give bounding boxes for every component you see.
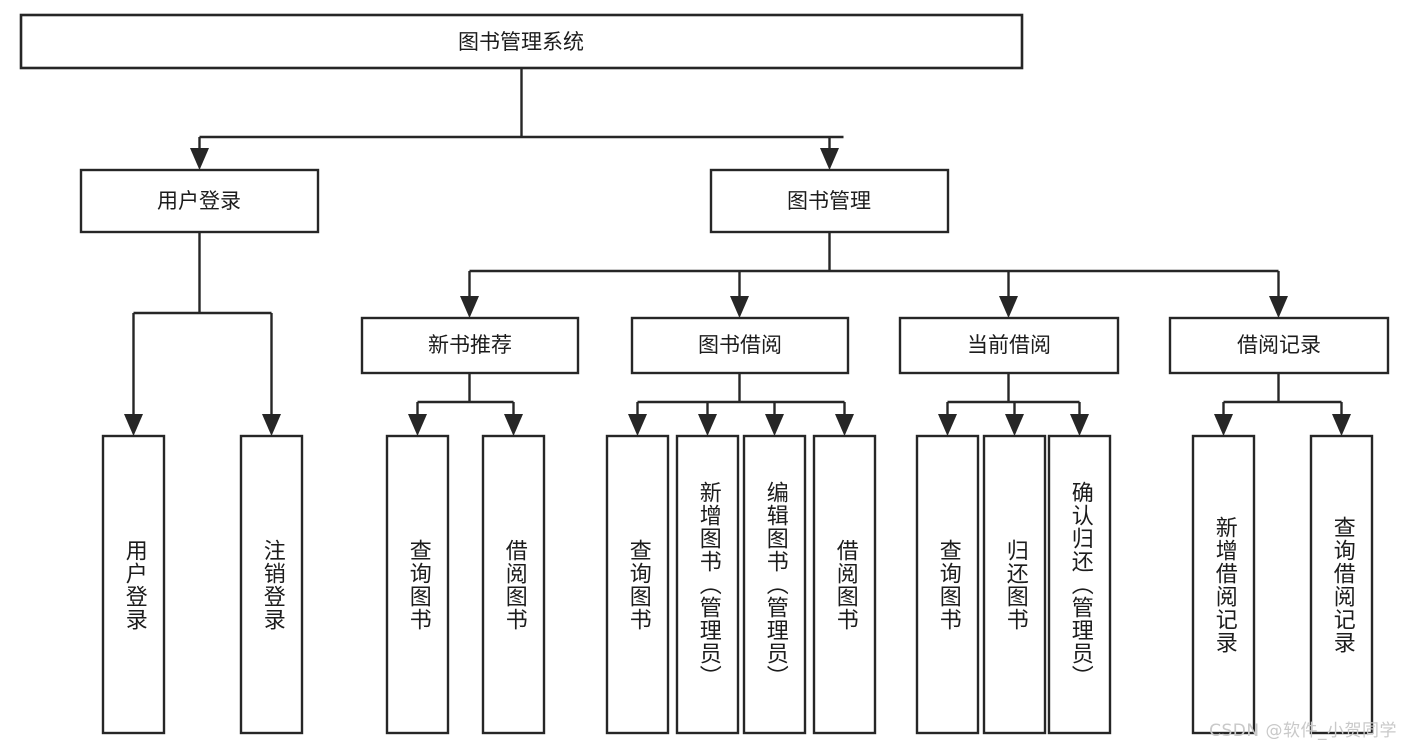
node-box-leaf-br-add-record[interactable]: [1191, 434, 1256, 735]
arrowhead-cb-leaf-1: [938, 414, 957, 436]
node-box-book-management[interactable]: [709, 168, 950, 234]
label-leaf-br-query-record: 查询借阅记录: [1329, 515, 1355, 654]
label-new-book-recommend: 新书推荐: [428, 333, 512, 357]
arrowhead-book-mgmt: [820, 148, 839, 170]
node-box-root[interactable]: [19, 13, 1024, 70]
node-box-leaf-bb-add-book[interactable]: [675, 434, 740, 735]
arrowhead-bb-leaf-1: [628, 414, 647, 436]
label-root: 图书管理系统: [458, 30, 584, 54]
label-user-login: 用户登录: [157, 189, 241, 213]
arrowhead-current-borrow: [999, 296, 1018, 318]
arrowhead-bb-leaf-4: [835, 414, 854, 436]
arrowhead-br-leaf-1: [1214, 414, 1233, 436]
node-box-leaf-br-query-record[interactable]: [1309, 434, 1374, 735]
label-leaf-cb-confirm-return: 确认归还（管理员）: [1067, 481, 1093, 688]
label-current-borrow: 当前借阅: [967, 333, 1051, 357]
arrowhead-leaf-user-login: [124, 414, 143, 436]
label-leaf-cb-query-book: 查询图书: [935, 538, 961, 631]
node-box-leaf-nb-query-book[interactable]: [385, 434, 450, 735]
arrowhead-book-borrow: [730, 296, 749, 318]
arrowhead-leaf-logout: [262, 414, 281, 436]
labels-layer: 图书管理系统 用户登录 图书管理 新书推荐 图书借阅 当前借阅 借阅记录: [157, 30, 1321, 357]
node-box-leaf-cb-query-book[interactable]: [915, 434, 980, 735]
arrowhead-br-leaf-2: [1332, 414, 1351, 436]
csdn-watermark: CSDN @软件_小贺同学: [1209, 721, 1397, 741]
node-box-leaf-user-login[interactable]: [101, 434, 166, 735]
arrowhead-nb-leaf-2: [504, 414, 523, 436]
label-leaf-user-login: 用户登录: [121, 538, 147, 631]
node-box-leaf-logout[interactable]: [239, 434, 304, 735]
node-box-leaf-cb-confirm-return[interactable]: [1047, 434, 1112, 735]
arrowhead-bb-leaf-3: [765, 414, 784, 436]
arrowhead-cb-leaf-3: [1070, 414, 1089, 436]
label-book-management: 图书管理: [787, 189, 871, 213]
label-leaf-br-add-record: 新增借阅记录: [1211, 515, 1237, 654]
label-leaf-cb-return-book: 归还图书: [1002, 538, 1028, 631]
node-box-leaf-bb-query-book[interactable]: [605, 434, 670, 735]
node-box-leaf-cb-return-book[interactable]: [982, 434, 1047, 735]
label-leaf-nb-borrow-book: 借阅图书: [501, 538, 527, 631]
label-book-borrow: 图书借阅: [698, 333, 782, 357]
arrowhead-user-login: [190, 148, 209, 170]
label-borrow-record: 借阅记录: [1237, 333, 1321, 357]
label-leaf-bb-borrow-book: 借阅图书: [832, 538, 858, 631]
node-box-leaf-nb-borrow-book[interactable]: [481, 434, 546, 735]
label-leaf-bb-add-book: 新增图书（管理员）: [695, 481, 721, 688]
node-box-book-borrow[interactable]: [630, 316, 850, 375]
node-box-current-borrow[interactable]: [898, 316, 1120, 375]
arrowhead-borrow-record: [1269, 296, 1288, 318]
arrowhead-nb-leaf-1: [408, 414, 427, 436]
node-box-user-login[interactable]: [79, 168, 320, 234]
nodes-layer: [19, 13, 1390, 735]
node-box-leaf-bb-borrow-book[interactable]: [812, 434, 877, 735]
node-box-borrow-record[interactable]: [1168, 316, 1390, 375]
arrowhead-bb-leaf-2: [698, 414, 717, 436]
label-leaf-nb-query-book: 查询图书: [405, 538, 431, 631]
node-box-new-book-recommend[interactable]: [360, 316, 580, 375]
label-leaf-logout: 注销登录: [259, 538, 285, 631]
label-leaf-bb-edit-book: 编辑图书（管理员）: [762, 481, 788, 688]
label-leaf-bb-query-book: 查询图书: [625, 538, 651, 631]
arrowhead-new-book: [460, 296, 479, 318]
arrowhead-cb-leaf-2: [1005, 414, 1024, 436]
node-box-leaf-bb-edit-book[interactable]: [742, 434, 807, 735]
arrowheads-layer: [124, 148, 1351, 436]
